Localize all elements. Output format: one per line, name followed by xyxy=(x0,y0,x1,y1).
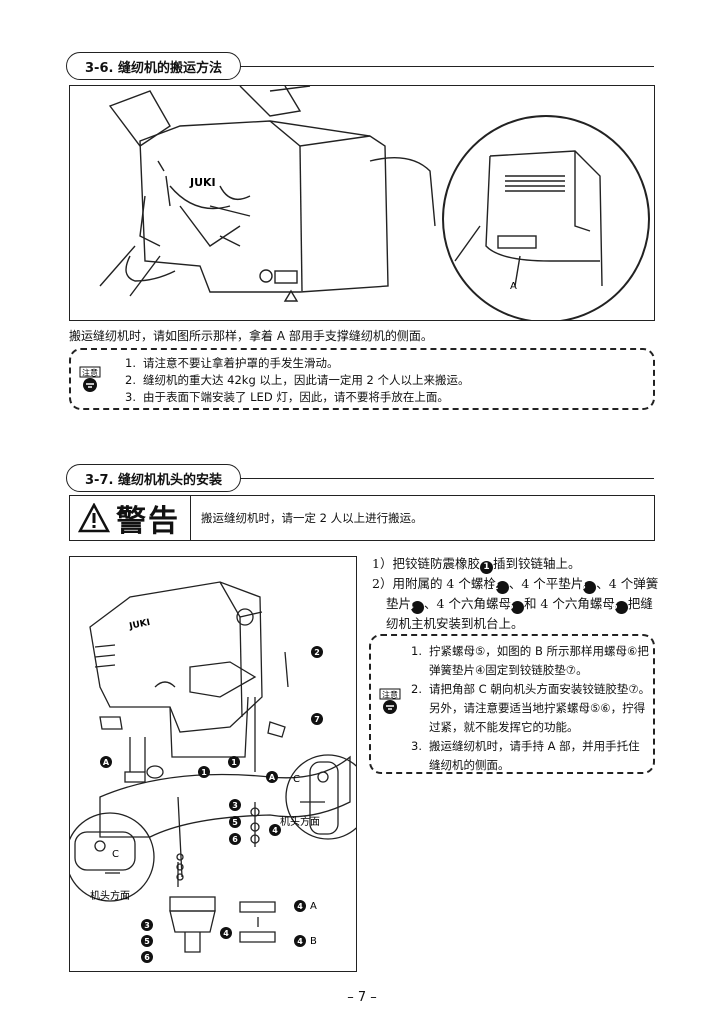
label-4b: B xyxy=(310,936,317,947)
svg-text:6: 6 xyxy=(232,835,238,844)
list-item: 3.由于表面下端安装了 LED 灯，因此，请不要将手放在上面。 xyxy=(125,390,449,404)
warning-triangle-icon xyxy=(78,503,110,533)
label-c-left: C xyxy=(112,849,119,860)
juki-logo: JUKI xyxy=(189,176,216,189)
carry-figure: A JUKI xyxy=(69,85,655,323)
marker-7 xyxy=(311,713,323,725)
marker-3-bottom xyxy=(141,919,153,931)
label-4a: A xyxy=(310,901,317,912)
svg-text:3: 3 xyxy=(144,921,150,930)
svg-text:4: 4 xyxy=(272,826,278,835)
label-head-direction-right: 机头方面 xyxy=(280,815,320,828)
section-heading-3-6: 3-6. 缝纫机的搬运方法 xyxy=(66,52,241,80)
svg-text:6: 6 xyxy=(144,953,150,962)
marker-5-bottom xyxy=(141,935,153,947)
juki-logo: JUKI xyxy=(128,618,152,632)
marker-5 xyxy=(229,816,241,828)
warning-text: 搬运缝纫机时，请一定 2 人以上进行搬运。 xyxy=(201,511,423,525)
marker-2 xyxy=(311,646,323,658)
svg-text:4: 4 xyxy=(297,937,303,946)
marker-4b xyxy=(294,935,306,947)
svg-text:4: 4 xyxy=(297,902,303,911)
svg-text:3: 3 xyxy=(232,801,238,810)
marker-4 xyxy=(269,824,281,836)
section-heading-3-7: 3-7. 缝纫机机头的安装 xyxy=(66,464,241,492)
mount-illustration: JUKI 机头方面 机头方面 C C A B A A 1 1 2 3 4 5 6… xyxy=(65,581,371,963)
svg-text:2: 2 xyxy=(314,648,320,657)
svg-text:A: A xyxy=(269,773,276,782)
label-head-direction-left: 机头方面 xyxy=(90,889,130,902)
svg-text:注意: 注意 xyxy=(82,368,98,378)
figure-label-a: A xyxy=(510,281,517,292)
carry-description: 搬运缝纫机时，请如图所示那样，拿着 A 部用手支撑缝纫机的侧面。 xyxy=(69,329,433,343)
svg-text:7: 7 xyxy=(314,715,320,724)
svg-text:5: 5 xyxy=(232,818,238,827)
svg-text:4: 4 xyxy=(223,929,229,938)
marker-4-bottom xyxy=(220,927,232,939)
caution-box-1: 注意 1.请注意不要让拿着护罩的手发生滑动。 2.缝纫机的重大达 42kg 以上… xyxy=(69,348,655,410)
figure-markers: A A 1 1 2 3 4 5 6 7 3 5 6 4 4 4 xyxy=(100,646,323,963)
svg-text:A: A xyxy=(103,758,110,767)
marker-1b xyxy=(228,756,240,768)
marker-6-bottom xyxy=(141,951,153,963)
marker-3 xyxy=(229,799,241,811)
list-item: 1.请注意不要让拿着护罩的手发生滑动。 xyxy=(125,356,339,370)
marker-1: 1 xyxy=(479,561,493,574)
marker-6 xyxy=(229,833,241,845)
svg-text:1: 1 xyxy=(201,768,207,777)
section-rule xyxy=(80,66,654,68)
marker-a-left xyxy=(100,756,112,768)
mount-figure: JUKI 机头方面 机头方面 C C A B A A 1 1 2 3 4 5 6… xyxy=(65,556,371,972)
label-c-right: C xyxy=(293,774,300,785)
warning-box: 警告 搬运缝纫机时，请一定 2 人以上进行搬运。 xyxy=(69,495,655,541)
caution-icon: 注意 xyxy=(79,366,101,394)
caution-list-2: 1.拧紧螺母⑤，如图的 B 所示那样用螺母⑥把弹簧垫片④固定到铰链胶垫⑦。 2.… xyxy=(411,642,651,775)
caution-box-2: 注意 1.拧紧螺母⑤，如图的 B 所示那样用螺母⑥把弹簧垫片④固定到铰链胶垫⑦。… xyxy=(369,634,655,774)
caution-icon: 注意 xyxy=(379,688,401,716)
page-number: – 7 – xyxy=(347,990,377,1005)
svg-text:5: 5 xyxy=(144,937,150,946)
warning-title: 警告 xyxy=(70,496,191,540)
section-rule xyxy=(80,478,654,480)
marker-a xyxy=(266,771,278,783)
marker-1 xyxy=(198,766,210,778)
marker-4a xyxy=(294,900,306,912)
list-item: 3.搬运缝纫机时，请手持 A 部，并用手托住缝纫机的侧面。 xyxy=(411,739,640,772)
list-item: 1.拧紧螺母⑤，如图的 B 所示那样用螺母⑥把弹簧垫片④固定到铰链胶垫⑦。 xyxy=(411,644,649,677)
svg-text:1: 1 xyxy=(231,758,237,767)
svg-text:注意: 注意 xyxy=(382,690,398,700)
list-item: 2.缝纫机的重大达 42kg 以上，因此请一定用 2 个人以上来搬运。 xyxy=(125,373,470,387)
list-item: 2.请把角部 C 朝向机头方面安装铰链胶垫⑦。另外，请注意要适当地拧紧螺母⑤⑥，… xyxy=(411,682,651,734)
caution-list-1: 1.请注意不要让拿着护罩的手发生滑动。 2.缝纫机的重大达 42kg 以上，因此… xyxy=(125,355,470,406)
carry-illustration: A JUKI xyxy=(99,85,650,323)
